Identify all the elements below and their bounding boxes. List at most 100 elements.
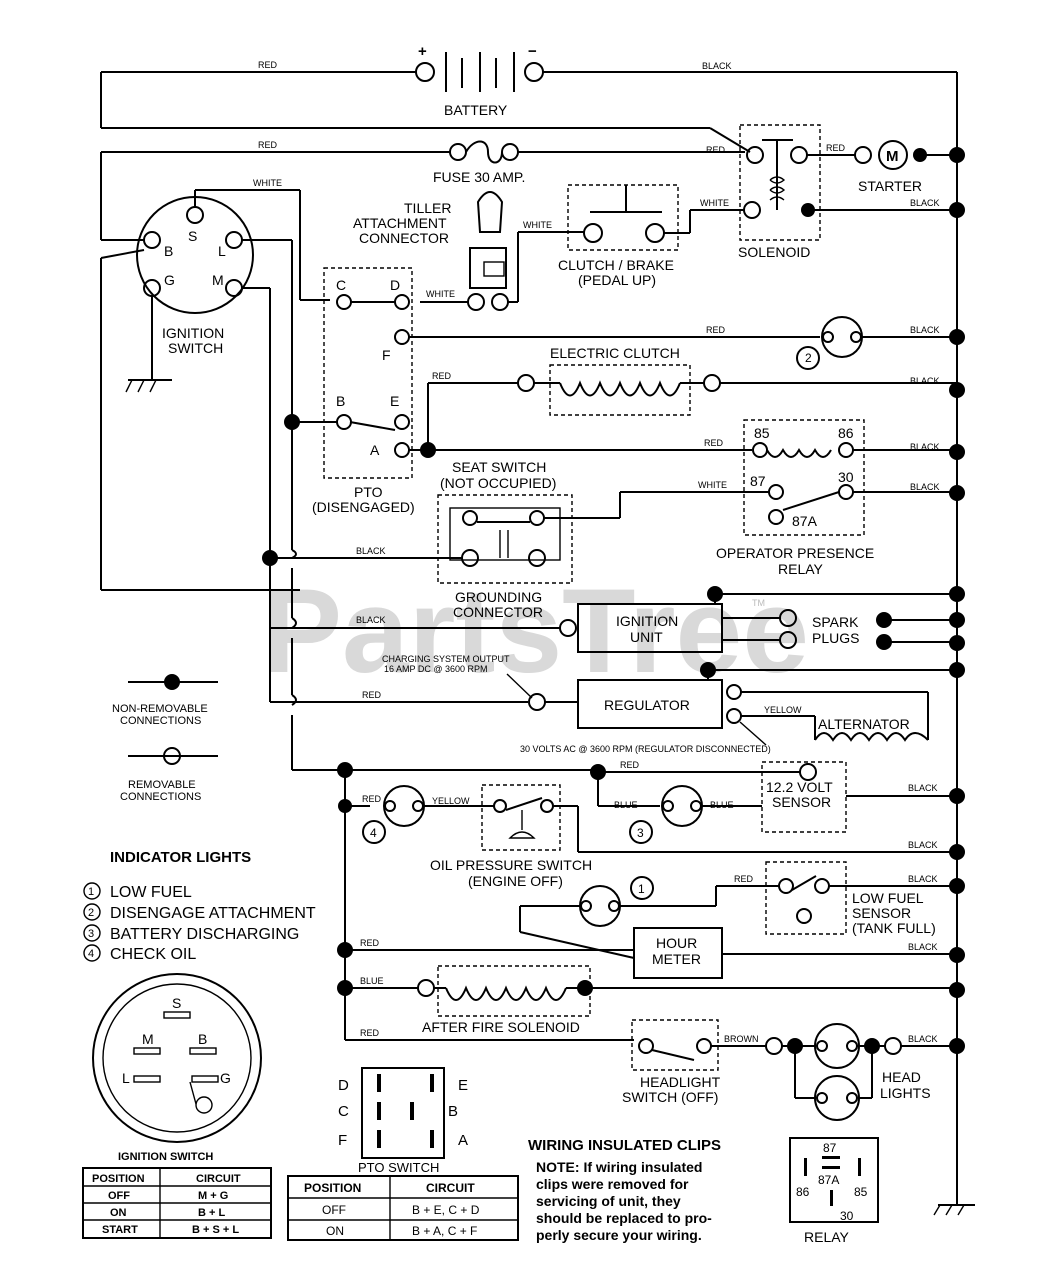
relay-caption: RELAY [804, 1229, 850, 1245]
headlight-switch-label: HEADLIGHT [640, 1074, 721, 1090]
ign-table-cell: OFF [108, 1190, 130, 1202]
relay-85: 85 [754, 425, 770, 441]
ign-table-cell: M + G [198, 1190, 228, 1202]
pto-detail-c: C [338, 1103, 349, 1120]
wire-yellow: YELLOW [432, 796, 470, 806]
indicator-lights-legend: INDICATOR LIGHTS 1 LOW FUEL 2 DISENGAGE … [83, 849, 316, 963]
indicator-num: 2 [88, 907, 94, 919]
relay-detail-87a: 87A [818, 1173, 839, 1187]
grounding-label: GROUNDING [455, 589, 542, 605]
indicator-title: INDICATOR LIGHTS [110, 849, 251, 866]
tiller-label: CONNECTOR [359, 230, 449, 246]
indicator-num: 4 [88, 948, 94, 960]
ign-table-cell: B + S + L [192, 1224, 239, 1236]
lamp-number: 4 [370, 826, 377, 840]
headlight-switch-label: SWITCH (OFF) [622, 1089, 718, 1105]
ignition-switch: B S L G M IGNITION SWITCH WHITE [100, 178, 330, 628]
wire-black: BLACK [910, 482, 940, 492]
wire-black: BLACK [908, 783, 938, 793]
wire-black: BLACK [356, 546, 386, 556]
low-fuel-circuit: 1 RED BLACK LOW FUEL SENSOR (TANK FULL) … [337, 861, 965, 979]
wire-red: RED [432, 371, 452, 381]
starter-label: STARTER [858, 178, 922, 194]
indicator-item: 3 BATTERY DISCHARGING [83, 924, 299, 943]
fuse-circuit: FUSE 30 AMP. RED RED [100, 140, 745, 240]
fuse-label: FUSE 30 AMP. [433, 169, 525, 185]
pto-table-header: CIRCUIT [426, 1181, 475, 1195]
wiring-note-title: WIRING INSULATED CLIPS [528, 1137, 721, 1154]
wire-black: BLACK [910, 198, 940, 208]
ignition-unit: BLACK IGNITION UNIT SPARK PLUGS [270, 586, 965, 653]
ign-term-g: G [164, 272, 175, 288]
hour-meter-label: HOUR [656, 935, 697, 951]
head-lights-label: HEAD [882, 1069, 921, 1085]
battery-plus: + [418, 43, 427, 60]
indicator-lamp-2: 2 RED BLACK [706, 316, 965, 370]
wire-white: WHITE [253, 178, 282, 188]
indicator-item: 2 DISENGAGE ATTACHMENT [83, 903, 316, 922]
alternator-note: 30 VOLTS AC @ 3600 RPM (REGULATOR DISCON… [520, 744, 771, 754]
pto-table: POSITION CIRCUIT OFF B + E, C + D ON B +… [287, 1175, 519, 1241]
wire-black: BLACK [908, 1034, 938, 1044]
wiring-note-line: servicing of unit, they [536, 1193, 681, 1209]
oil-switch-label: OIL PRESSURE SWITCH [430, 857, 592, 873]
indicator-num: 3 [88, 928, 94, 940]
relay-86: 86 [838, 425, 854, 441]
pto-term-f: F [382, 347, 391, 363]
wire-black: BLACK [910, 325, 940, 335]
pto-term-d: D [390, 277, 400, 293]
wire-black: BLACK [910, 376, 940, 386]
solenoid-label: SOLENOID [738, 244, 810, 260]
ignition-switch-label: IGNITION [162, 325, 224, 341]
tiller-label: TILLER [404, 200, 451, 216]
wire-blue: BLUE [614, 800, 638, 810]
wire-black: BLACK [356, 615, 386, 625]
ign-term-m: M [212, 272, 224, 288]
battery-minus: − [528, 43, 537, 60]
wire-red: RED [258, 140, 278, 150]
wire-red: RED [706, 145, 726, 155]
regulator: CHARGING SYSTEM OUTPUT 16 AMP DC @ 3600 … [269, 628, 965, 754]
relay-detail-85: 85 [854, 1185, 868, 1199]
wire-white: WHITE [700, 198, 729, 208]
pto-table-header: POSITION [304, 1181, 361, 1195]
relay-detail-30: 30 [840, 1209, 854, 1223]
connection-legend: NON-REMOVABLE CONNECTIONS REMOVABLE CONN… [112, 674, 218, 803]
indicator-label: BATTERY DISCHARGING [110, 926, 299, 943]
head-lights-label: LIGHTS [880, 1085, 931, 1101]
indicator-item: 1 LOW FUEL [83, 882, 192, 901]
lamp-number: 2 [805, 351, 812, 365]
clutch-brake-label: (PEDAL UP) [578, 272, 656, 288]
wire-white: WHITE [698, 480, 727, 490]
legend-label: CONNECTIONS [120, 715, 201, 727]
wire-yellow: YELLOW [764, 705, 802, 715]
pto-switch-caption: PTO SWITCH [358, 1160, 439, 1175]
relay-detail-86: 86 [796, 1185, 810, 1199]
electric-clutch: ELECTRIC CLUTCH RED BLACK [427, 345, 965, 450]
wire-red: RED [620, 760, 640, 770]
pto-switch-detail: D C F E B A PTO SWITCH [338, 1067, 468, 1175]
oil-switch-label: (ENGINE OFF) [468, 873, 563, 889]
wire-red: RED [360, 1028, 380, 1038]
tiller-label: ATTACHMENT [353, 215, 447, 231]
wiring-note-line: NOTE: If wiring insulated [536, 1159, 702, 1175]
clutch-brake-switch: WHITE CLUTCH / BRAKE (PEDAL UP) [558, 184, 744, 288]
ign-table-cell: B + L [198, 1207, 225, 1219]
lamp-number: 1 [638, 882, 645, 896]
hour-meter-label: METER [652, 951, 701, 967]
wire-red: RED [734, 874, 754, 884]
after-fire-label: AFTER FIRE SOLENOID [422, 1019, 580, 1035]
wiring-note-line: clips were removed for [536, 1176, 689, 1192]
ign-table-cell: ON [110, 1207, 127, 1219]
operator-presence-relay: 85 86 87 30 87A OPERATOR PRESENCE RELAY … [428, 419, 965, 577]
wire-brown: BROWN [724, 1034, 759, 1044]
seat-switch-label: (NOT OCCUPIED) [440, 475, 556, 491]
wire-red: RED [258, 60, 278, 70]
pto-table-cell: OFF [322, 1203, 346, 1217]
volt-sensor-label: 12.2 VOLT [766, 779, 833, 795]
regulator-label: REGULATOR [604, 697, 690, 713]
wire-black: BLACK [908, 874, 938, 884]
ignition-unit-label: IGNITION [616, 613, 678, 629]
indicator-label: CHECK OIL [110, 946, 196, 963]
watermark-tm: TM [752, 598, 765, 608]
